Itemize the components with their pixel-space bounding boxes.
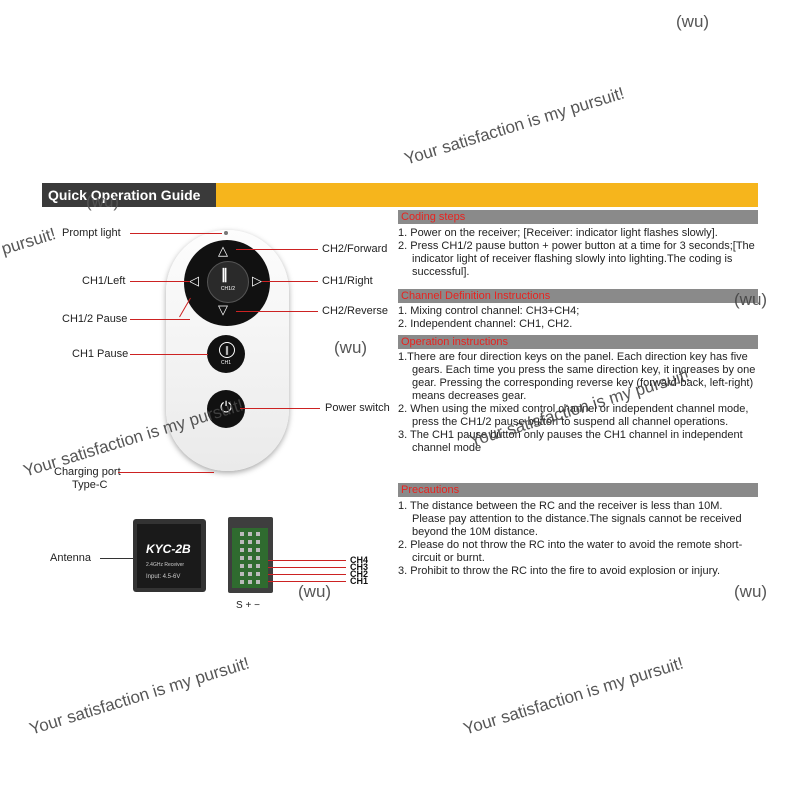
list-item: 2. Press CH1/2 pause button + power butt…: [398, 240, 755, 278]
header-pin: [248, 580, 252, 584]
guide-title: Quick Operation Guide: [42, 183, 216, 207]
section-title-precautions: Precautions: [398, 483, 758, 497]
watermark: Your satisfaction is my pursuit!: [402, 83, 627, 169]
list-item: 3. The CH1 pause button only pauses the …: [398, 429, 743, 454]
watermark: (wu): [86, 192, 120, 211]
header-pin: [256, 540, 260, 544]
header-pin: [248, 548, 252, 552]
callout-line: [236, 311, 318, 312]
header-pin: [240, 548, 244, 552]
arrow-right-icon: ▷: [252, 273, 262, 288]
channel-wire: [268, 560, 346, 561]
arrow-down-icon: ▽: [218, 302, 228, 317]
channel-label-ch2: CH2: [350, 569, 369, 579]
arrow-up-icon: △: [218, 243, 228, 258]
header-pin: [248, 540, 252, 544]
channel-label-ch1: CH1: [350, 576, 369, 586]
header-pin: [248, 556, 252, 560]
callout-line: [262, 281, 318, 282]
label-ch1-pause: CH1 Pause: [72, 348, 129, 360]
label-ch2-reverse: CH2/Reverse: [322, 305, 389, 317]
callout-line: [130, 233, 222, 234]
pin-polarity-label: S + −: [236, 600, 260, 611]
header-pin: [240, 556, 244, 560]
section-title-operation: Operation instructions: [398, 335, 758, 349]
label-charging-type: Type-C: [72, 479, 108, 491]
header-pin: [256, 572, 260, 576]
list-item: 2. Independent channel: CH1, CH2.: [398, 318, 573, 330]
list-item: 1. The distance between the RC and the r…: [398, 500, 742, 538]
header-pin: [256, 556, 260, 560]
antenna-wire: [100, 558, 134, 559]
ch1-glyph: CH1: [220, 360, 231, 366]
header-pin: [240, 540, 244, 544]
header-pin: [240, 564, 244, 568]
watermark: Your satisfaction is my pursuit!: [461, 653, 686, 739]
label-power-switch: Power switch: [325, 402, 390, 414]
receiver-label-plate: [137, 524, 201, 588]
coding-steps: 1. Power on the receiver; [Receiver: ind…: [398, 227, 758, 279]
header-pin: [256, 548, 260, 552]
header-pin: [248, 572, 252, 576]
header-pin: [248, 564, 252, 568]
section-title-coding: Coding steps: [398, 210, 758, 224]
guide-title-bar: [216, 183, 758, 207]
operation-instructions: 1.There are four direction keys on the p…: [398, 351, 758, 455]
label-ch1-right: CH1/Right: [322, 275, 373, 287]
channel-wire: [268, 574, 346, 575]
callout-line: [130, 281, 190, 282]
watermark: pursuit!: [0, 224, 58, 259]
header-pin: [240, 532, 244, 536]
receiver-model: KYC-2B: [146, 542, 191, 556]
channel-wire: [268, 581, 346, 582]
watermark: Your satisfaction is my pursuit!: [27, 653, 252, 739]
callout-line: [118, 472, 214, 473]
power-button: [207, 390, 245, 428]
watermark: (wu): [734, 582, 768, 601]
label-charging-port: Charging port: [54, 466, 121, 478]
precautions: 1. The distance between the RC and the r…: [398, 500, 758, 578]
list-item: 2. When using the mixed control channel …: [398, 403, 749, 428]
list-item: 2. Please do not throw the RC into the w…: [398, 539, 743, 564]
header-pin: [248, 532, 252, 536]
ch12-pause-button: [207, 261, 249, 303]
header-pin: [256, 564, 260, 568]
channel-label-ch3: CH3: [350, 562, 369, 572]
list-item: 1. Mixing control channel: CH3+CH4;: [398, 305, 580, 317]
label-prompt-light: Prompt light: [62, 227, 121, 239]
header-pin: [256, 532, 260, 536]
list-item: 1.There are four direction keys on the p…: [398, 351, 756, 402]
callout-line: [130, 319, 190, 320]
list-item: 1. Power on the receiver; [Receiver: ind…: [398, 227, 718, 239]
channel-label-ch4: CH4: [350, 555, 369, 565]
channel-definitions: 1. Mixing control channel: CH3+CH4; 2. I…: [398, 305, 758, 331]
channel-wire: [268, 567, 346, 568]
pause-icon: ∥: [219, 342, 235, 358]
list-item: 3. Prohibit to throw the RC into the fir…: [398, 565, 721, 577]
watermark: (wu): [334, 338, 368, 357]
power-icon: ⏻: [220, 399, 232, 416]
label-ch1-left: CH1/Left: [82, 275, 126, 287]
prompt-light-icon: [224, 231, 228, 235]
watermark: (wu): [676, 12, 710, 31]
label-ch2-forward: CH2/Forward: [322, 243, 388, 255]
header-pin: [240, 580, 244, 584]
receiver-subtitle: 2.4GHz Receiver: [146, 562, 185, 568]
ch12-glyph: CH1/2: [220, 286, 236, 292]
label-antenna: Antenna: [50, 552, 91, 564]
callout-line: [130, 354, 208, 355]
header-pin: [256, 580, 260, 584]
pause-icon: ∥: [221, 266, 228, 282]
watermark: (wu): [734, 290, 768, 309]
watermark: (wu): [298, 582, 332, 601]
callout-line: [236, 249, 318, 250]
receiver-input: Input: 4.5-6V: [146, 574, 181, 580]
label-ch12-pause: CH1/2 Pause: [62, 313, 128, 325]
section-title-channel: Channel Definition Instructions: [398, 289, 758, 303]
callout-line: [240, 408, 320, 409]
arrow-left-icon: ◁: [189, 273, 199, 288]
header-pin: [240, 572, 244, 576]
